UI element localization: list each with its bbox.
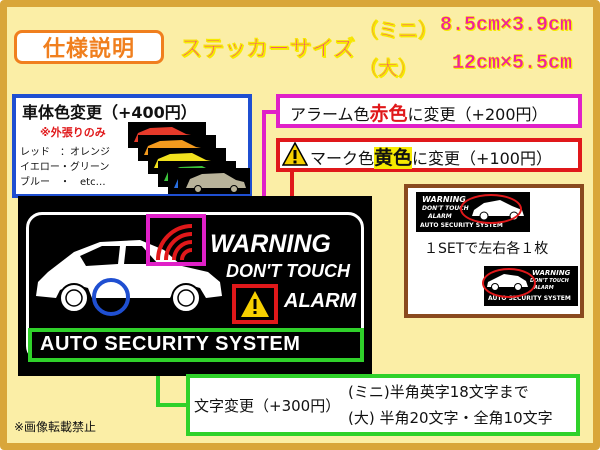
body-color-line1: レッド ：オレンジ <box>20 147 110 158</box>
sticker-dont-touch: DON'T TOUCH <box>226 261 350 281</box>
car-color-samples <box>128 122 250 194</box>
mark-color-highlight: 黄色 <box>374 147 413 169</box>
text-change-title: 文字変更（+300円） <box>194 397 341 415</box>
set-sticker-right-warning: WARNING <box>532 269 571 277</box>
set-sticker-right-highlight <box>482 268 536 298</box>
size-large-value: 12cm×5.5cm <box>452 52 573 75</box>
warning-triangle-icon <box>282 142 308 166</box>
set-sticker-left-highlight <box>460 194 522 224</box>
sticker-system-box <box>28 328 364 362</box>
set-sticker-left-alarm: ALARM <box>428 213 452 220</box>
alarm-color-suffix: に変更（+200円） <box>407 105 548 124</box>
set-sticker-right-system: AUTO SECURITY SYSTEM <box>488 295 571 302</box>
set-sticker-right-dont-touch: DON'T TOUCH <box>530 278 569 284</box>
set-sticker-right-alarm: ALARM <box>534 285 554 291</box>
size-mini-label: （ミニ） <box>358 18 438 42</box>
car-sample-silver <box>178 168 250 194</box>
car-silhouette <box>36 240 222 313</box>
body-color-line3: ブルー ・ etc… <box>20 177 106 188</box>
mark-color-text: マーク色黄色に変更（+100円） <box>310 143 552 170</box>
body-color-line2: イエロー・グリーン <box>20 162 110 173</box>
size-label: ステッカーサイズ <box>180 37 355 62</box>
set-text: １SETで左右各１枚 <box>424 241 549 257</box>
text-change-line2: (大) 半角20文字・全角10文字 <box>348 409 553 427</box>
sticker-alarm: ALARM <box>284 290 357 312</box>
mark-color-suffix: に変更（+100円） <box>412 149 552 168</box>
mark-icon-box <box>232 284 278 324</box>
size-mini-value: 8.5cm×3.9cm <box>440 14 573 37</box>
alarm-color-prefix: アラーム色 <box>290 105 370 124</box>
size-large-label: （大） <box>358 56 418 80</box>
text-connector <box>156 364 186 407</box>
body-color-title: 車体色変更（+400円） <box>22 103 197 122</box>
sticker-warning: WARNING <box>210 230 331 258</box>
alarm-color-text: アラーム色赤色に変更（+200円） <box>290 99 548 126</box>
text-change-line1: (ミニ)半角英字18文字まで <box>348 383 529 401</box>
alarm-waves-icon <box>156 224 193 261</box>
mark-color-prefix: マーク色 <box>310 149 375 168</box>
text-change-box <box>186 374 580 436</box>
sticker-system-text: AUTO SECURITY SYSTEM <box>40 333 301 355</box>
page-title: 仕様説明 <box>14 30 164 64</box>
alarm-color-box <box>276 94 582 128</box>
footer-note: ※画像転載禁止 <box>14 420 97 434</box>
body-color-marker <box>92 278 130 316</box>
set-sticker-left-warning: WARNING <box>422 195 466 204</box>
alarm-icon-box <box>146 214 206 266</box>
sticker-warning-triangle-icon <box>241 291 269 317</box>
set-sticker-left-dont-touch: DON'T TOUCH <box>422 205 469 212</box>
set-sticker-left-system: AUTO SECURITY SYSTEM <box>420 222 503 229</box>
alarm-color-highlight: 赤色 <box>369 103 408 125</box>
mark-color-box <box>276 138 582 172</box>
body-color-note: ※外張りのみ <box>40 126 106 139</box>
